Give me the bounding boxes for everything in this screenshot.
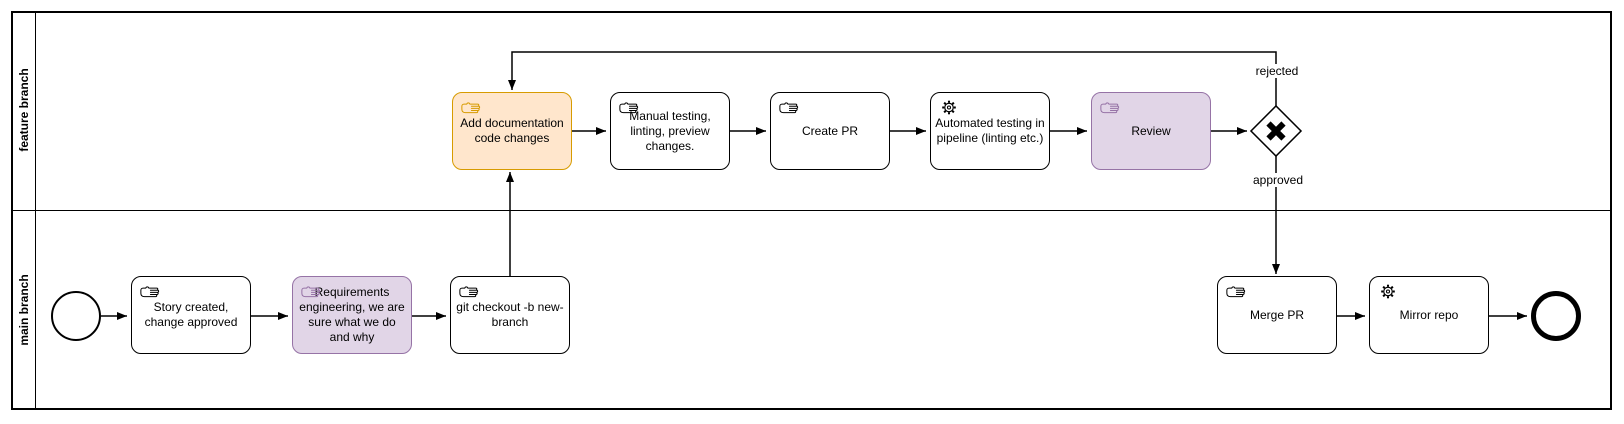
task-story-created: Story created, change approved — [131, 276, 251, 354]
task-add-documentation: Add documentation code changes — [452, 92, 572, 170]
task-review: Review — [1091, 92, 1211, 170]
task-git-checkout: git checkout -b new-branch — [450, 276, 570, 354]
manual-task-hand-icon — [460, 99, 482, 116]
task-merge-pr: Merge PR — [1217, 276, 1337, 354]
task-mirror-repo: Mirror repo — [1369, 276, 1489, 354]
task-create-pr: Create PR — [770, 92, 890, 170]
task-manual-testing: Manual testing, linting, preview changes… — [610, 92, 730, 170]
task-label: Add documentation code changes — [460, 116, 564, 145]
service-task-gear-icon — [1377, 283, 1399, 300]
task-label: Merge PR — [1249, 307, 1305, 322]
manual-task-hand-icon — [139, 283, 161, 300]
task-label: git checkout -b new-branch — [456, 300, 564, 329]
edge-label-approved: approved — [1249, 173, 1307, 187]
task-automated-testing: Automated testing in pipeline (linting e… — [930, 92, 1050, 170]
task-requirements-engineering: Requirements engineering, we are sure wh… — [292, 276, 412, 354]
lane-label-feature-branch: feature branch — [17, 68, 31, 152]
manual-task-hand-icon — [300, 283, 322, 300]
task-label: Story created, change approved — [144, 300, 238, 329]
manual-task-hand-icon — [1099, 99, 1121, 116]
task-label: Manual testing, linting, preview changes… — [629, 108, 711, 153]
edge-label-rejected: rejected — [1252, 64, 1302, 78]
task-label: Review — [1131, 123, 1171, 138]
task-label: Create PR — [801, 123, 859, 138]
end-event — [1531, 291, 1581, 341]
lane-divider — [11, 210, 1612, 211]
service-task-gear-icon — [938, 99, 960, 116]
task-label: Mirror repo — [1399, 307, 1459, 322]
start-event — [51, 291, 101, 341]
manual-task-hand-icon — [618, 99, 640, 116]
manual-task-hand-icon — [778, 99, 800, 116]
lane-label-main-branch: main branch — [17, 274, 31, 346]
task-label: Automated testing in pipeline (linting e… — [935, 116, 1045, 145]
manual-task-hand-icon — [458, 283, 480, 300]
manual-task-hand-icon — [1225, 283, 1247, 300]
task-label: Requirements engineering, we are sure wh… — [299, 285, 405, 344]
